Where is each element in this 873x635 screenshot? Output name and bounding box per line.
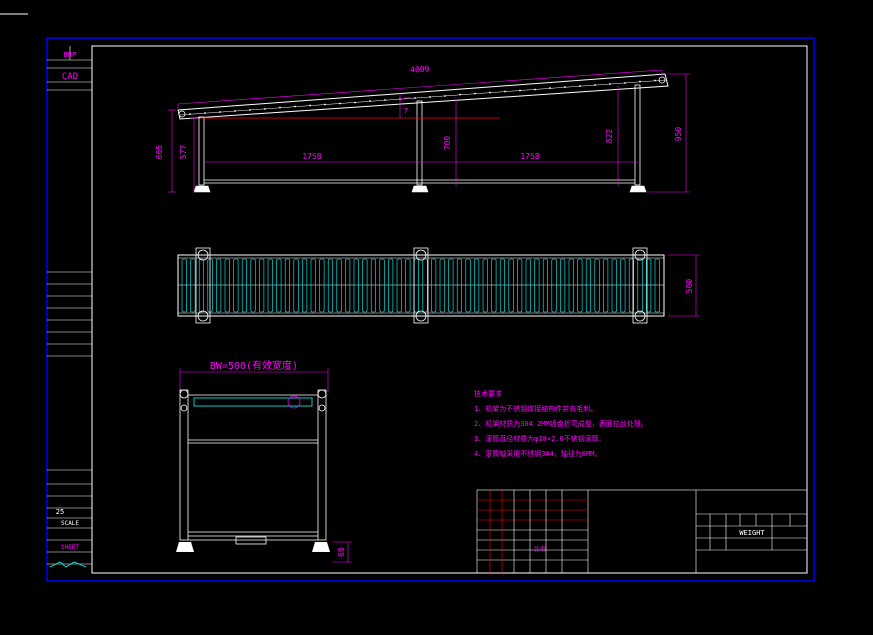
- roller: [594, 258, 600, 313]
- roller: [353, 258, 359, 313]
- dim-h-right-inner: 822: [605, 129, 614, 144]
- roller: [319, 258, 325, 313]
- roller: [302, 258, 308, 313]
- roller: [224, 258, 230, 313]
- roller: [198, 258, 204, 313]
- dim-h-mid: 700: [443, 136, 452, 151]
- technical-notes: 技术要求 1、机架为不锈钢焊接结构件并去毛刺。 2、机架材质为304 2MM钣金…: [474, 389, 648, 458]
- side-label-sheet: SHEET: [61, 544, 79, 551]
- roller: [233, 258, 239, 313]
- end-section-view: BW=500(有效宽度) 60: [176, 359, 352, 563]
- roller: [276, 258, 282, 313]
- roller: [568, 258, 574, 313]
- roller: [577, 258, 583, 313]
- roller-group: [181, 258, 660, 313]
- roller: [491, 258, 497, 313]
- roller: [474, 258, 480, 313]
- inner-border: [91, 45, 808, 574]
- roller: [379, 258, 385, 313]
- roller: [465, 258, 471, 313]
- top-plan-view: 500: [177, 247, 700, 324]
- roller: [499, 258, 506, 313]
- notes-line-4: 4、滚筒轴采用不锈钢304，轴径为8MM。: [474, 449, 602, 458]
- title-block: [476, 489, 808, 574]
- dim-h-right-outer: 950: [674, 127, 683, 142]
- roller: [422, 258, 428, 313]
- dim-width: 500: [685, 279, 694, 294]
- roller: [284, 258, 291, 313]
- roller: [431, 258, 437, 313]
- roller: [241, 258, 247, 313]
- roller: [628, 258, 635, 313]
- roller: [336, 258, 342, 313]
- side-num: 25: [56, 508, 64, 516]
- roller: [370, 258, 377, 313]
- dim-total-length: 4000: [410, 64, 430, 74]
- roller: [293, 258, 299, 313]
- roller: [388, 258, 394, 313]
- roller: [456, 258, 463, 313]
- roller: [482, 258, 488, 313]
- roller: [637, 258, 643, 313]
- dim-span-left: 1758: [302, 152, 321, 161]
- dim-h-left-outer: 665: [155, 145, 164, 160]
- roller: [310, 258, 316, 313]
- notes-line-2: 2、机架材质为304 2MM钣金折弯成型，表面拉丝处理。: [474, 419, 648, 428]
- roller: [534, 258, 540, 313]
- roller: [345, 258, 351, 313]
- roller: [259, 258, 265, 313]
- notes-title: 技术要求: [474, 389, 502, 398]
- dim-h-left-inner: 577: [179, 145, 188, 160]
- side-label-top1: BRP: [64, 51, 77, 59]
- roller: [525, 258, 531, 313]
- roller: [611, 258, 617, 313]
- roller: [190, 258, 196, 313]
- side-squiggle: [49, 561, 87, 568]
- roller: [327, 258, 334, 313]
- roller: [267, 258, 273, 313]
- roller: [603, 258, 609, 313]
- roller: [646, 258, 652, 313]
- dim-foot: 60: [337, 547, 346, 557]
- roller: [181, 258, 187, 313]
- roller: [508, 258, 514, 313]
- roller: [439, 258, 445, 313]
- roller: [654, 258, 660, 313]
- title-weight-label: WEIGHT: [739, 529, 765, 537]
- roller: [620, 258, 626, 313]
- roller: [551, 258, 557, 313]
- notes-line-3: 3、滚筒直径材质为φ38×2.0不锈钢滚筒。: [474, 434, 606, 443]
- roller: [585, 258, 592, 313]
- roller: [448, 258, 454, 313]
- side-label-scale: SCALE: [61, 520, 79, 527]
- notes-line-1: 1、机架为不锈钢焊接结构件并去毛刺。: [474, 404, 597, 413]
- roller: [542, 258, 549, 313]
- side-label-top2: CAD: [62, 72, 78, 82]
- roller: [216, 258, 222, 313]
- roller: [362, 258, 368, 313]
- dim-bw-label: BW=500(有效宽度): [210, 359, 298, 372]
- left-strip: [47, 46, 92, 565]
- side-elevation-view: 4000 665 577 1758 700 1758 822 950 7: [155, 64, 690, 193]
- roller: [413, 258, 420, 313]
- outer-border: [46, 37, 815, 582]
- roller: [405, 258, 411, 313]
- roller: [250, 258, 256, 313]
- dim-angle: 7: [404, 107, 408, 115]
- dim-span-right: 1758: [520, 152, 539, 161]
- title-mid-label: 比例: [534, 545, 546, 553]
- roller: [396, 258, 402, 313]
- roller: [517, 258, 523, 313]
- roller: [560, 258, 566, 313]
